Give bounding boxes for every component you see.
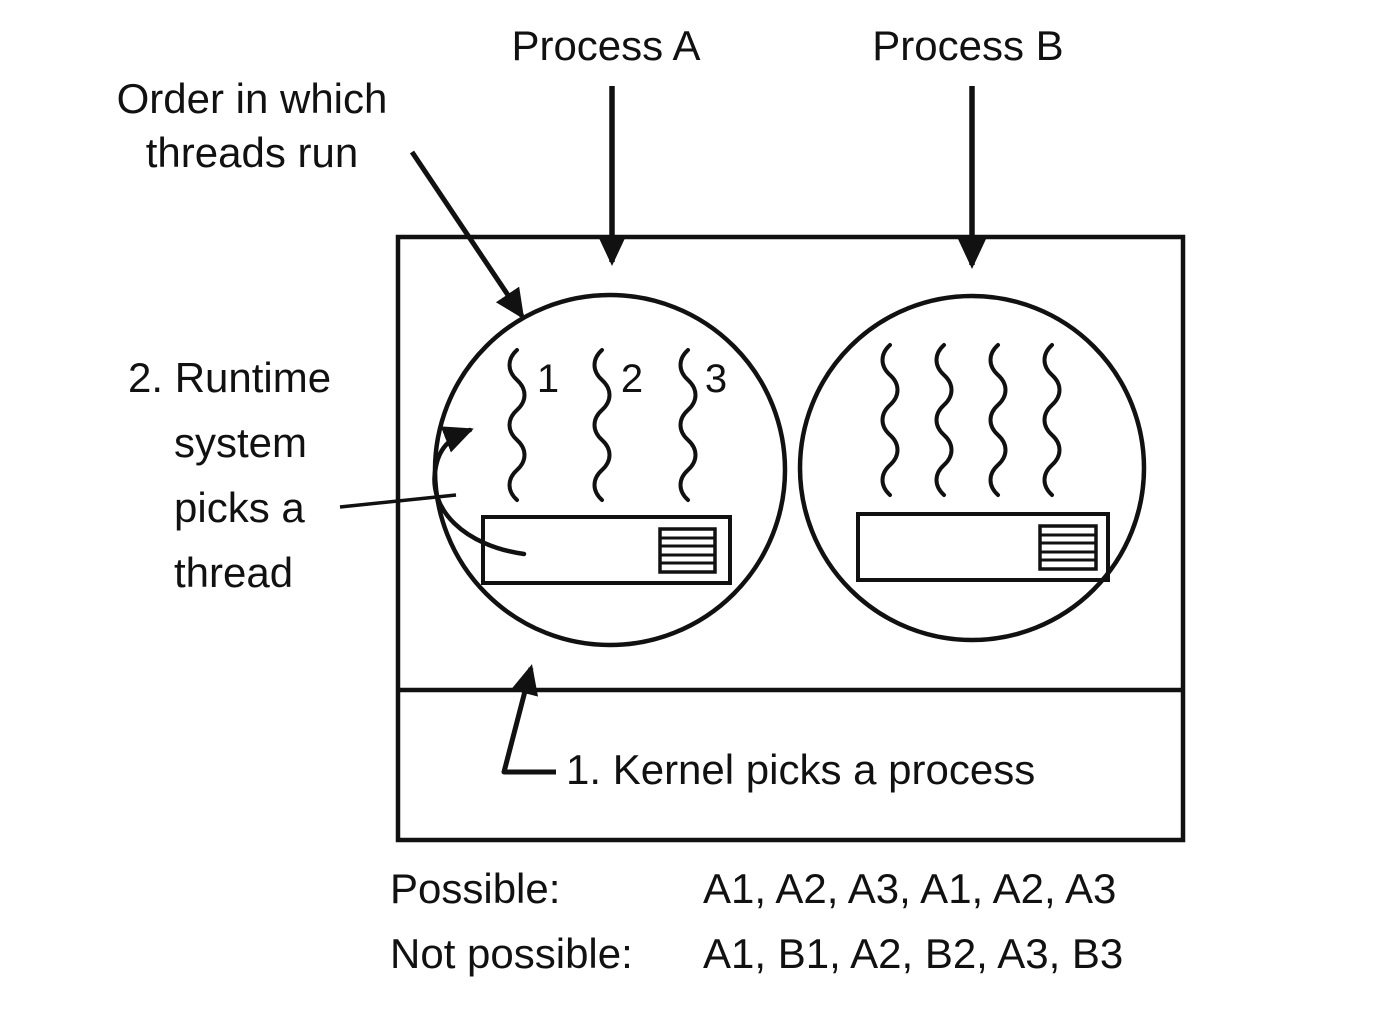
thread-number-2: 2 <box>621 357 643 401</box>
kernel-label: 1. Kernel picks a process <box>566 746 1035 793</box>
thread-table-icon-b <box>1038 524 1098 571</box>
possible-label: Possible: <box>390 865 560 912</box>
order-arrow <box>409 150 525 320</box>
process-a-circle <box>432 292 788 648</box>
thread-table-icon-a <box>658 527 717 574</box>
thread-squiggle-b1 <box>880 343 900 497</box>
order-label-line2: threads run <box>146 129 358 176</box>
runtime-system-box-a <box>481 515 732 585</box>
thread-squiggle-b4 <box>1042 343 1062 497</box>
kernel-pick-arrow <box>501 664 556 775</box>
thread-number-3: 3 <box>705 357 727 401</box>
thread-squiggle-b3 <box>988 343 1008 497</box>
machine-box <box>395 234 1186 843</box>
thread-number-1: 1 <box>537 357 559 401</box>
runtime-system-box-b <box>856 512 1110 582</box>
process-b-circle <box>797 293 1147 643</box>
not-possible-label: Not possible: <box>390 930 633 977</box>
thread-squiggle-a1 <box>507 348 527 502</box>
order-label-line1: Order in which <box>117 75 388 122</box>
thread-squiggle-a2 <box>592 348 612 502</box>
process-b-label: Process B <box>872 22 1063 69</box>
runtime-label-line3: picks a <box>174 484 305 531</box>
runtime-pick-curved-arrow <box>432 426 527 557</box>
thread-squiggle-a3 <box>678 348 698 502</box>
not-possible-value: A1, B1, A2, B2, A3, B3 <box>703 930 1123 977</box>
process-a-label: Process A <box>511 22 700 69</box>
runtime-label-line4: thread <box>174 549 293 596</box>
thread-squiggle-b2 <box>934 343 954 497</box>
runtime-label-line2: system <box>174 419 307 466</box>
runtime-label-line1: 2. Runtime <box>128 354 331 401</box>
possible-value: A1, A2, A3, A1, A2, A3 <box>703 865 1116 912</box>
